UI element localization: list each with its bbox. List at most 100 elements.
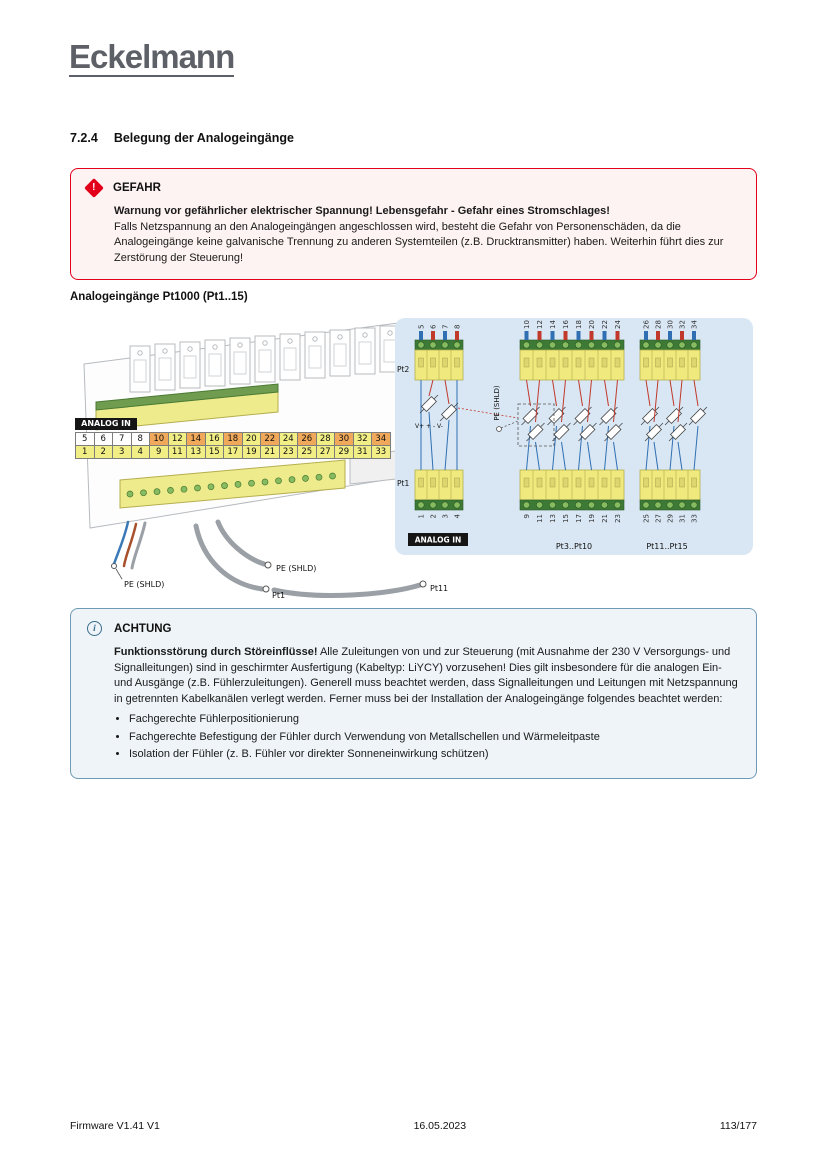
pt3-pt10-label: Pt3..Pt10 (556, 542, 592, 551)
wire-entry-mark (644, 331, 648, 340)
terminal-cell: 34 (371, 432, 391, 446)
relay-module (129, 345, 151, 393)
terminal-slot (691, 357, 697, 368)
sensor-wire-red (693, 379, 699, 407)
cable-end-marker (111, 563, 117, 569)
pt11-pt15-label: Pt11..Pt15 (646, 542, 687, 551)
terminal-number: 21 (601, 514, 609, 523)
pt1000-resistor-icon (690, 408, 706, 424)
wire-entry-mark (692, 331, 696, 340)
terminal-screw (221, 482, 228, 489)
terminal-slot (601, 357, 608, 368)
terminal-screw (690, 341, 698, 349)
terminal-number: 33 (691, 514, 699, 523)
terminal-number: 15 (562, 514, 570, 523)
terminal-slot (643, 477, 649, 488)
terminal-slot (679, 357, 685, 368)
terminal-cell: 8 (130, 432, 150, 446)
relay-module (354, 327, 376, 375)
v-terminal-label: V+ + - V- (415, 423, 443, 430)
terminal-screw (587, 501, 595, 509)
terminal-strip-upper-green (95, 383, 279, 411)
terminal-screw (642, 501, 650, 509)
sensor-wire-blue (428, 411, 434, 471)
terminal-cell: 29 (334, 445, 354, 459)
sensor-wire-red (561, 379, 566, 423)
pt1-label: Pt1 (397, 479, 409, 488)
terminal-slot (418, 357, 424, 368)
wire-entry-mark (668, 331, 672, 340)
pt1000-resistor-icon (574, 408, 591, 424)
terminal-screw (126, 490, 134, 498)
terminal-number: 19 (588, 514, 596, 523)
section-title: Belegung der Analogeingänge (113, 131, 294, 145)
wire-entry-mark (615, 331, 620, 340)
notice-title: ACHTUNG (114, 622, 172, 635)
terminal-cell: 27 (315, 445, 335, 459)
sensor-wire-red (578, 379, 583, 407)
terminal-number: 18 (575, 320, 583, 329)
terminal-number: 16 (562, 320, 570, 329)
terminal-slot (691, 477, 697, 488)
relay-detail (262, 340, 268, 346)
terminal-slot (614, 357, 621, 368)
terminal-cell: 32 (352, 432, 372, 446)
terminal-slot (418, 477, 424, 488)
notice-lead: Funktionsstörung durch Störeinflüsse! (114, 646, 318, 658)
terminal-number: 17 (575, 514, 583, 523)
wire-entry-mark (431, 331, 435, 340)
sensor-wire-red (653, 379, 659, 423)
relay-module (154, 343, 176, 391)
relay-module (279, 333, 301, 381)
pe-connection-point (496, 426, 502, 432)
controller-board-modules (126, 325, 401, 498)
terminal-cell: 5 (75, 432, 95, 446)
terminal-number: 5 (418, 325, 426, 329)
notice-text: Alle Zuleitungen von und zur Steuerung (… (114, 646, 738, 705)
terminal-number: 22 (601, 320, 609, 329)
terminal-screw (453, 341, 461, 349)
terminal-slot (523, 477, 530, 488)
terminal-screw (561, 501, 569, 509)
terminal-number: 4 (454, 513, 462, 518)
eckelmann-logo: Eckelmann (69, 38, 235, 77)
terminal-slot (549, 477, 556, 488)
pt1000-resistor-icon (441, 404, 457, 420)
terminal-cell: 18 (223, 432, 243, 446)
relay-detail (308, 345, 322, 369)
page-footer: Firmware V1.41 V1 16.05.2023 113/177 (70, 1120, 757, 1132)
terminal-slot (575, 477, 582, 488)
terminal-slot (430, 357, 436, 368)
terminal-slot (536, 357, 543, 368)
terminal-slot (442, 477, 448, 488)
shield-cable (215, 519, 267, 567)
terminal-screw (180, 485, 188, 493)
relay-detail (162, 348, 168, 354)
terminal-number: 27 (655, 514, 663, 523)
terminal-screw (429, 501, 437, 509)
terminal-number: 7 (442, 325, 450, 329)
terminal-number: 13 (549, 514, 557, 523)
terminal-number: 25 (643, 514, 651, 523)
pt11-cable (271, 582, 423, 598)
terminal-cell: 13 (186, 445, 206, 459)
sensor-wire-red (613, 379, 618, 423)
relay-detail (337, 334, 343, 340)
terminal-slot (442, 357, 448, 368)
sensor-wire-blue (613, 441, 618, 471)
terminal-number: 9 (523, 514, 531, 518)
terminal-screw (535, 341, 543, 349)
pt1000-resistor-icon (600, 408, 617, 424)
terminal-cell: 16 (204, 432, 224, 446)
terminal-number: 29 (667, 514, 675, 523)
terminal-number: 24 (614, 320, 622, 329)
terminal-screw (153, 488, 161, 495)
wire-entry-mark (576, 331, 581, 340)
sensor-wire-red (604, 379, 609, 407)
terminal-cell: 4 (130, 445, 150, 459)
terminal-slot (430, 477, 436, 488)
terminal-slot (614, 477, 621, 488)
